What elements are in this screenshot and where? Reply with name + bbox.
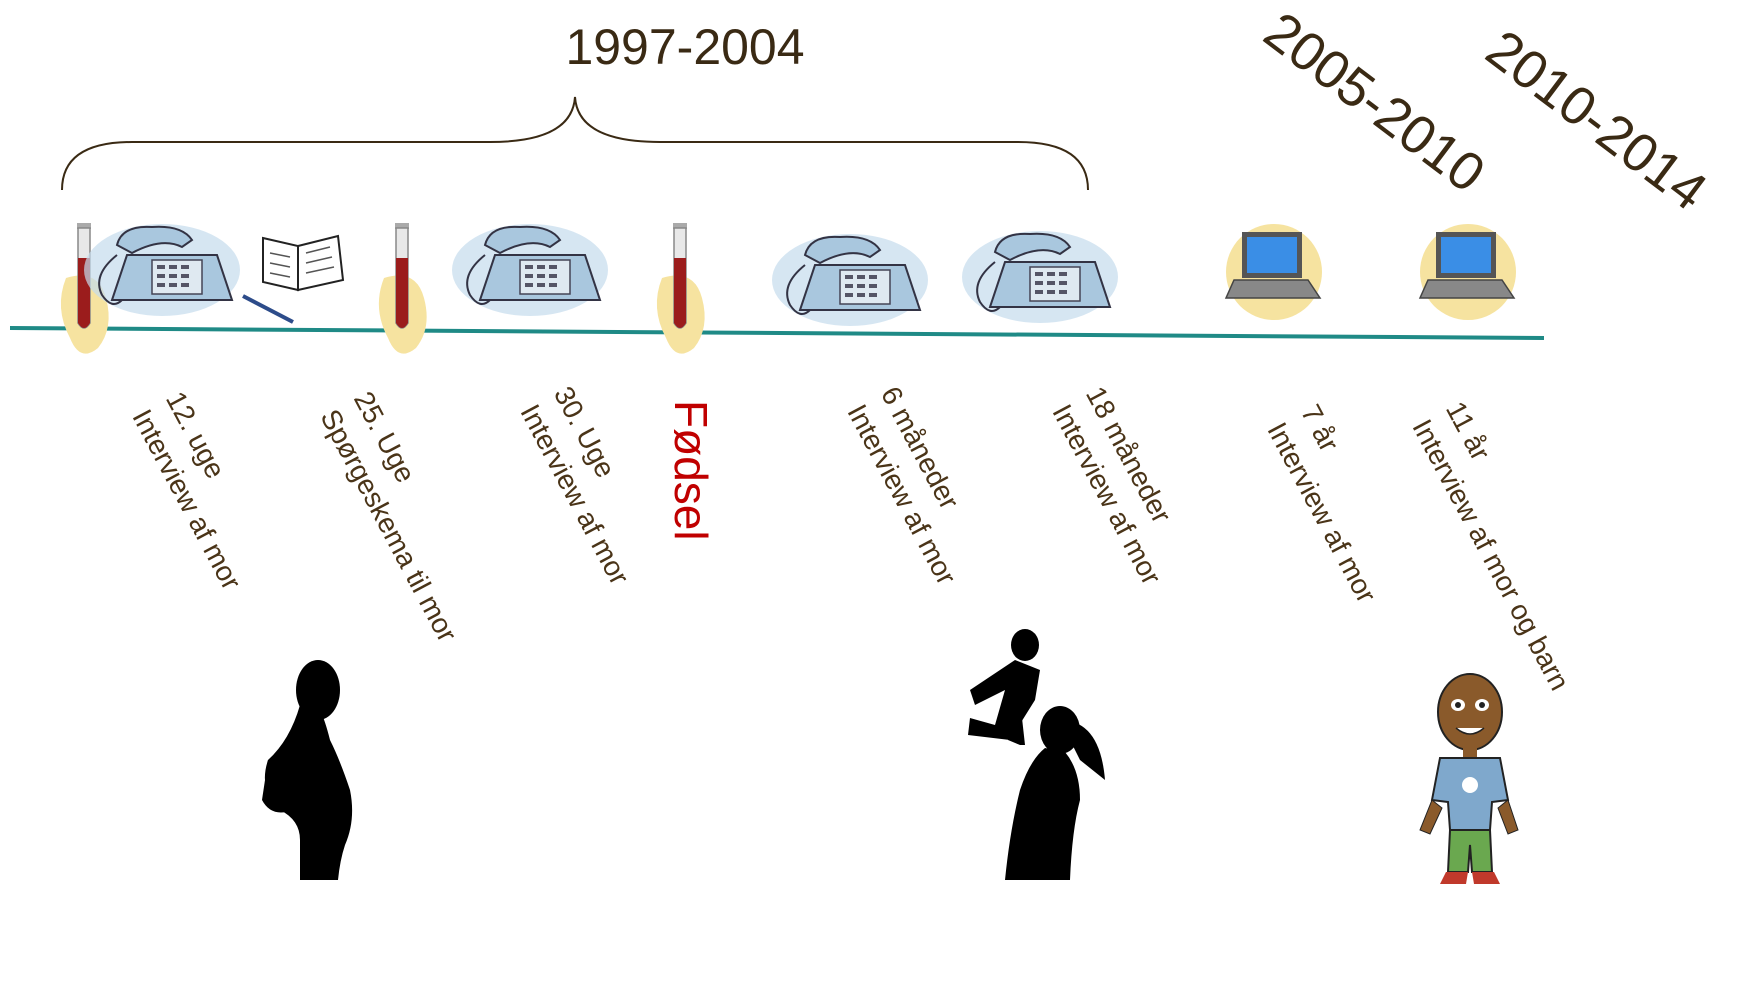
test-tube-icon-2: [378, 222, 428, 355]
laptop-icon-2: [1419, 223, 1517, 321]
boy-cartoon: [1419, 673, 1519, 884]
telephone-icon-2: [451, 223, 609, 317]
telephone-icon-1: [83, 223, 241, 317]
telephone-icon-3: [771, 233, 929, 327]
timeline-line: [9, 326, 1545, 340]
laptop-icon-1: [1225, 223, 1323, 321]
birth-label: Fødsel: [665, 400, 717, 541]
pregnant-silhouette: [262, 660, 353, 880]
telephone-icon-4: [961, 230, 1119, 324]
test-tube-icon-3: [656, 222, 706, 355]
period-title-1997-2004: 1997-2004: [565, 19, 805, 75]
bracket-1997-2004: [61, 96, 1089, 191]
questionnaire-icon: [242, 234, 345, 324]
mother-baby-silhouette: [968, 629, 1105, 880]
